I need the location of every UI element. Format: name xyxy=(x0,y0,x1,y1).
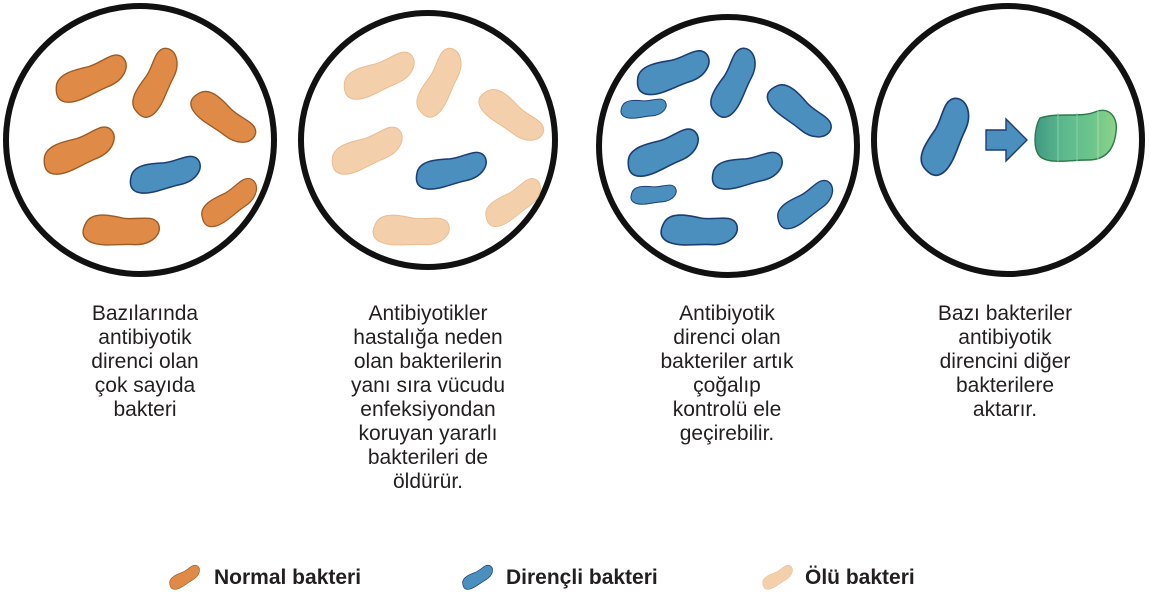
resistant-bacterium xyxy=(633,47,714,99)
resistant-bacterium xyxy=(762,78,835,146)
normal-bacterium xyxy=(82,214,159,248)
normal-bacterium xyxy=(39,123,121,179)
resistant-bacterium xyxy=(660,214,737,248)
normal-bacterium xyxy=(51,51,133,107)
normal-bacterium xyxy=(127,45,186,122)
dish-2 xyxy=(301,13,555,267)
dead-bacterium-icon xyxy=(760,563,796,592)
legend-dead-label: Ölü bakteri xyxy=(805,566,915,590)
legend-resistant-label: Dirençli bakteri xyxy=(506,566,658,590)
legend-dead: Ölü bakteri xyxy=(805,566,915,590)
resistant-bacterium xyxy=(709,150,785,193)
normal-bacterium xyxy=(186,85,260,152)
resistant-bacterium xyxy=(413,150,489,193)
dead-bacterium xyxy=(474,83,548,150)
caption-2: Antibiyotikler hastalığa neden olan bakt… xyxy=(323,302,533,494)
resistant-bacterium xyxy=(705,45,764,122)
legend-resistant: Dirençli bakteri xyxy=(506,566,658,590)
resistant-bacterium xyxy=(127,154,203,197)
dead-bacterium xyxy=(339,48,421,104)
resistant-bacterium-icon xyxy=(460,563,496,592)
transfer-arrow-icon xyxy=(986,119,1027,161)
legend-normal: Normal bakteri xyxy=(214,566,361,590)
resistant-bacterium xyxy=(915,94,978,179)
recipient-bacterium xyxy=(1035,110,1116,161)
dead-bacterium xyxy=(372,214,449,248)
caption-1: Bazılarında antibiyotik direnci olan çok… xyxy=(40,302,250,422)
dish-1 xyxy=(6,6,274,274)
dead-bacterium xyxy=(411,45,470,122)
resistant-bacterium xyxy=(623,125,705,181)
dead-bacterium xyxy=(327,123,409,179)
caption-4: Bazı bakteriler antibiyotik direncini di… xyxy=(900,302,1110,422)
normal-bacterium xyxy=(196,174,264,231)
normal-bacterium-icon xyxy=(167,563,203,592)
resistant-bacterium xyxy=(620,98,667,119)
resistant-bacterium xyxy=(630,184,677,205)
caption-3: Antibiyotik direnci olan bakteriler artı… xyxy=(622,302,832,446)
dish-3 xyxy=(599,17,857,275)
dish-4 xyxy=(874,6,1142,274)
legend-normal-label: Normal bakteri xyxy=(214,566,361,590)
